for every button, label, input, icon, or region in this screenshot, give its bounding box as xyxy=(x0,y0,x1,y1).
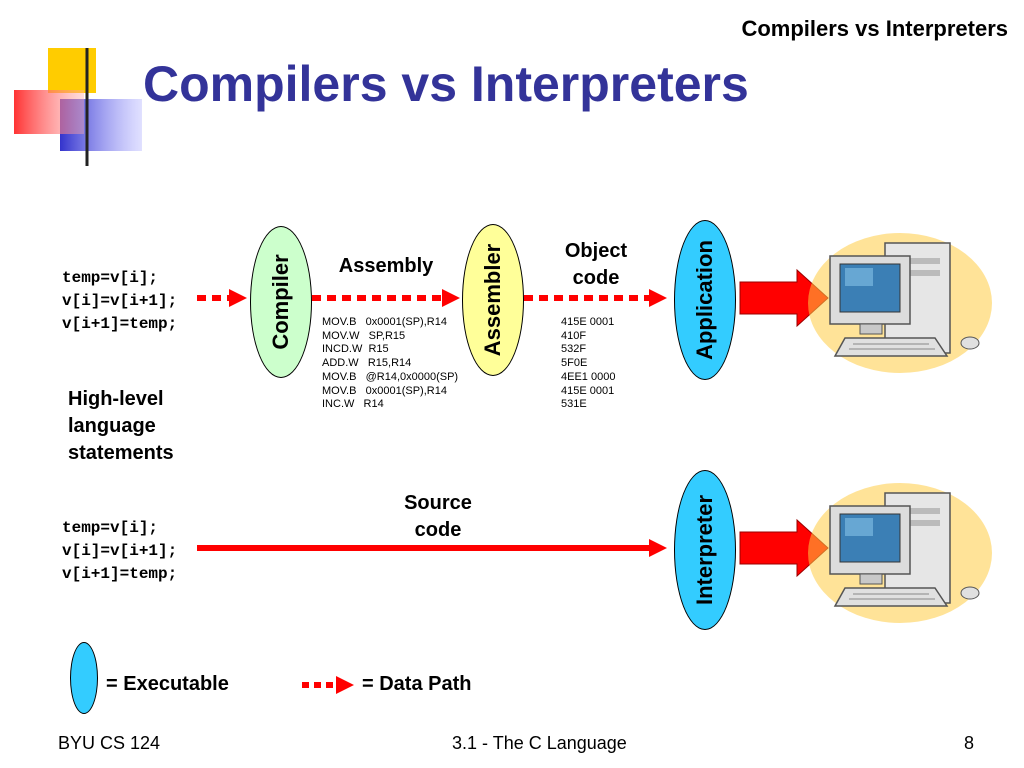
assembler-label: Assembler xyxy=(480,243,505,357)
source-code-label: Source code xyxy=(388,490,488,544)
code-line: v[i+1]=temp; xyxy=(62,565,178,583)
computer-icon xyxy=(808,233,992,373)
assembly-line: ADD.W R15,R14 xyxy=(322,357,412,370)
legend-executable-label: = Executable xyxy=(106,673,229,695)
object-line: 532F xyxy=(561,343,587,356)
code-line: temp=v[i]; xyxy=(62,269,159,287)
assembly-line: INCD.W R15 xyxy=(322,343,389,356)
source-code-top: temp=v[i]; v[i]=v[i+1]; v[i+1]=temp; xyxy=(62,267,177,336)
application-oval: Application xyxy=(674,220,736,380)
assembly-label: Assembly xyxy=(338,255,434,277)
assembly-line: MOV.W SP,R15 xyxy=(322,329,406,342)
computer-icon xyxy=(808,483,992,623)
code-line: v[i+1]=temp; xyxy=(62,315,178,333)
assembly-line: MOV.B 0x0001(SP),R14 xyxy=(322,384,447,397)
high-level-label: High-level language statements xyxy=(68,386,174,467)
page-number: 8 xyxy=(964,733,975,753)
application-label: Application xyxy=(692,240,717,360)
object-line: 5F0E xyxy=(561,357,588,370)
assembly-line: MOV.B @R14,0x0000(SP) xyxy=(322,370,459,383)
label-line: language xyxy=(68,415,156,437)
object-line: 415E 0001 xyxy=(561,316,615,328)
assembly-line: INC.W R14 xyxy=(322,398,384,411)
arrowhead xyxy=(649,289,667,307)
header-right-title: Compilers vs Interpreters xyxy=(741,16,1008,41)
code-line: temp=v[i]; xyxy=(62,519,159,537)
compiler-label: Compiler xyxy=(268,254,293,350)
assembler-oval: Assembler xyxy=(462,224,524,376)
arrowhead xyxy=(229,289,247,307)
code-line: v[i]=v[i+1]; xyxy=(62,542,178,560)
object-line: 531E xyxy=(561,398,587,411)
footer-center: 3.1 - The C Language xyxy=(452,733,627,753)
assembly-line: MOV.B 0x0001(SP),R14 xyxy=(322,316,447,328)
object-line: 410F xyxy=(561,329,587,342)
label-line: Source xyxy=(404,492,472,514)
compiler-oval: Compiler xyxy=(250,226,312,378)
label-line: statements xyxy=(68,442,174,464)
label-line: Object xyxy=(564,240,628,262)
source-code-bottom: temp=v[i]; v[i]=v[i+1]; v[i+1]=temp; xyxy=(62,517,177,586)
object-code-label: Object code xyxy=(546,238,646,292)
arrowhead xyxy=(649,539,667,557)
label-line: code xyxy=(572,267,620,289)
code-line: v[i]=v[i+1]; xyxy=(62,292,178,310)
legend-data-path-label: = Data Path xyxy=(362,673,472,695)
arrowhead xyxy=(336,676,354,694)
label-line: code xyxy=(414,519,462,541)
object-line: 415E 0001 xyxy=(561,384,615,397)
arrowhead xyxy=(442,289,460,307)
interpreter-label: Interpreter xyxy=(692,494,717,606)
legend-executable-oval xyxy=(70,642,98,714)
label-line: High-level xyxy=(68,388,164,410)
slide-title: Compilers vs Interpreters xyxy=(143,56,749,112)
object-line: 4EE1 0000 xyxy=(561,370,616,383)
footer-left: BYU CS 124 xyxy=(58,733,161,753)
interpreter-oval: Interpreter xyxy=(674,470,736,630)
